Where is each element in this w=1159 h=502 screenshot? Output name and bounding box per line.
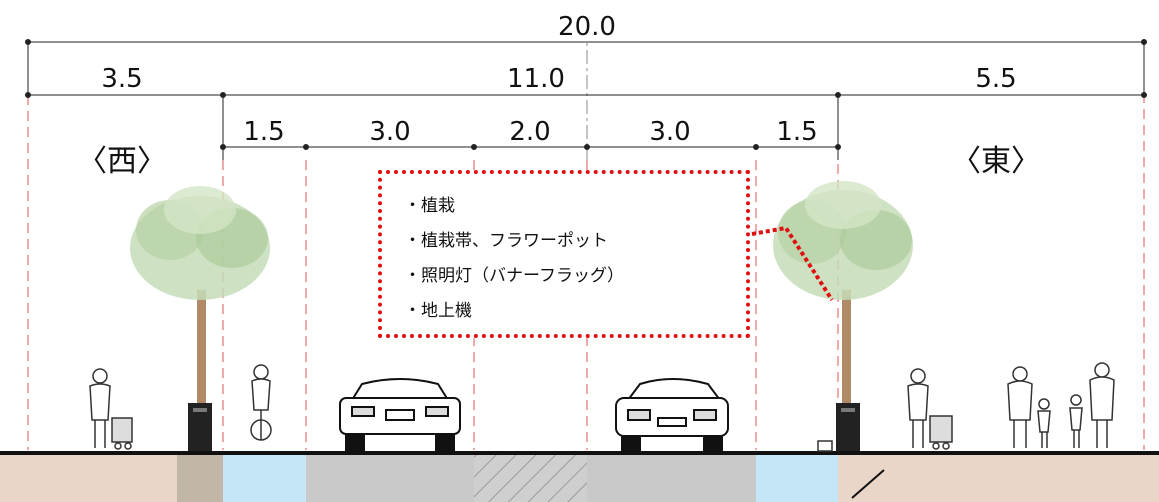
east-car	[615, 378, 729, 451]
dim-east-lane: 3.0	[649, 117, 691, 147]
pedestrian-east-1	[907, 368, 953, 450]
dim-east: 5.5	[975, 64, 1017, 94]
dim-total: 20.0	[554, 14, 620, 40]
facility-item-lighting: ・照明灯（バナーフラッグ）	[404, 266, 624, 286]
facility-note: ・植栽 ・植栽帯、フラワーポット ・照明灯（バナーフラッグ） ・地上機	[378, 170, 750, 338]
dim-west-bike: 1.5	[243, 117, 285, 147]
east-road-band	[587, 455, 756, 502]
median-band	[474, 455, 587, 502]
west-tree-trunk	[197, 290, 206, 410]
west-sidewalk-band	[0, 455, 177, 502]
west-car	[339, 378, 461, 451]
east-label: 〈東〉	[951, 144, 1041, 179]
dim-median: 2.0	[509, 117, 551, 147]
west-bike-lane-band	[223, 455, 306, 502]
east-bike-lane-band	[756, 455, 838, 502]
pedestrian-group-east	[1007, 362, 1115, 448]
ground-marker	[851, 469, 885, 499]
west-road-band	[306, 455, 474, 502]
dim-west-lane: 3.0	[369, 117, 411, 147]
ground-unit	[817, 440, 833, 452]
facility-item-planting: ・植栽	[404, 196, 455, 216]
east-sidewalk-band	[838, 455, 1159, 502]
dimension-lines	[25, 39, 1147, 160]
facility-item-planter-flowerpot: ・植栽帯、フラワーポット	[404, 231, 608, 251]
facility-list: ・植栽 ・植栽帯、フラワーポット ・照明灯（バナーフラッグ） ・地上機	[382, 174, 746, 332]
dim-center: 11.0	[503, 66, 569, 92]
dim-east-bike: 1.5	[776, 117, 818, 147]
dim-west: 3.5	[101, 64, 143, 94]
callout-leader	[751, 225, 834, 302]
west-label: 〈西〉	[77, 144, 167, 179]
ground-bands	[0, 451, 1159, 502]
east-tree	[773, 181, 913, 452]
facility-item-ground-unit: ・地上機	[404, 301, 472, 321]
cyclist-west	[250, 364, 272, 441]
west-tree	[130, 186, 270, 451]
pedestrians	[89, 362, 1115, 450]
pedestrian-west	[89, 368, 133, 450]
east-tree-trunk	[842, 290, 851, 410]
west-planter-band	[177, 455, 223, 502]
